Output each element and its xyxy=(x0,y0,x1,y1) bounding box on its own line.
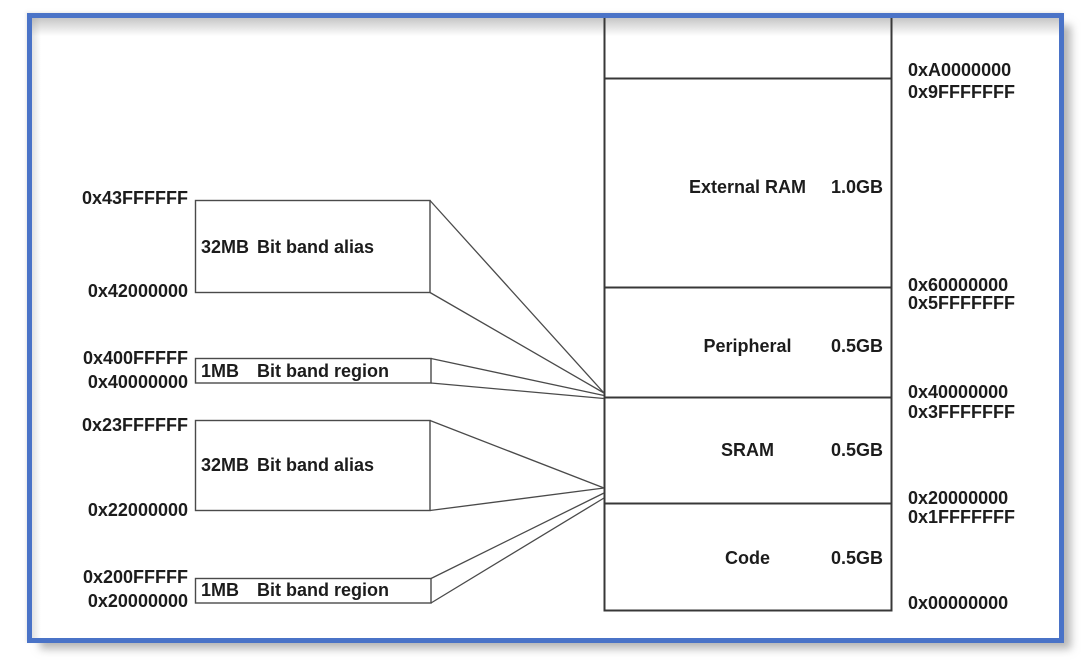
memory-column xyxy=(603,18,893,612)
bitband-size: 1MB xyxy=(201,361,240,381)
address-label: 0x200FFFFF xyxy=(82,567,188,587)
bitband-box-caption: 32MB Bit band alias xyxy=(201,454,374,476)
bitband-name: Bit band alias xyxy=(257,237,375,257)
region-size: 1.0GB xyxy=(830,177,883,197)
address-label: 0x23FFFFFF xyxy=(81,415,188,435)
region-name: External RAM xyxy=(688,177,807,197)
address-label: 0x1FFFFFFF xyxy=(908,507,1015,527)
inner-shadow-top xyxy=(32,18,1059,36)
region-name: SRAM xyxy=(721,440,774,460)
address-label: 0x40000000 xyxy=(908,382,1009,402)
address-label: 0x400FFFFF xyxy=(82,348,188,368)
bitband-name: Bit band alias xyxy=(257,455,375,475)
bitband-box-caption: 1MB Bit band region xyxy=(201,360,389,382)
bitband-size: 32MB xyxy=(201,237,250,257)
address-label: 0x5FFFFFFF xyxy=(908,293,1015,313)
address-label: 0x42000000 xyxy=(87,281,188,301)
mapping-fan-lines xyxy=(429,200,605,604)
address-label: 0x43FFFFFF xyxy=(81,188,188,208)
address-label: 0x22000000 xyxy=(87,500,188,520)
bitband-size: 32MB xyxy=(201,455,250,475)
region-name: Peripheral xyxy=(703,336,792,356)
address-label: 0xA0000000 xyxy=(908,60,1012,80)
region-name: Code xyxy=(725,548,770,568)
address-label: 0x60000000 xyxy=(908,275,1009,295)
region-size: 0.5GB xyxy=(830,336,883,356)
address-label: 0x00000000 xyxy=(908,593,1009,613)
address-label: 0x9FFFFFFF xyxy=(908,82,1015,102)
bitband-region-box-sram xyxy=(194,577,432,604)
inner-shadow-left xyxy=(32,18,41,638)
address-label: 0x40000000 xyxy=(87,372,188,392)
address-label: 0x20000000 xyxy=(908,488,1009,508)
bitband-region-box-peripheral xyxy=(194,357,432,384)
bitband-name: Bit band region xyxy=(257,580,389,600)
region-size: 0.5GB xyxy=(830,440,883,460)
bitband-alias-box-peripheral xyxy=(194,199,431,294)
address-label: 0x20000000 xyxy=(87,591,188,611)
bitband-box-caption: 32MB Bit band alias xyxy=(201,236,374,258)
diagram-frame xyxy=(27,13,1064,643)
bitband-alias-box-sram xyxy=(194,419,431,512)
bitband-size: 1MB xyxy=(201,580,240,600)
region-size: 0.5GB xyxy=(830,548,883,568)
bitband-name: Bit band region xyxy=(257,361,389,381)
bitband-box-caption: 1MB Bit band region xyxy=(201,579,389,601)
address-label: 0x3FFFFFFF xyxy=(908,402,1015,422)
